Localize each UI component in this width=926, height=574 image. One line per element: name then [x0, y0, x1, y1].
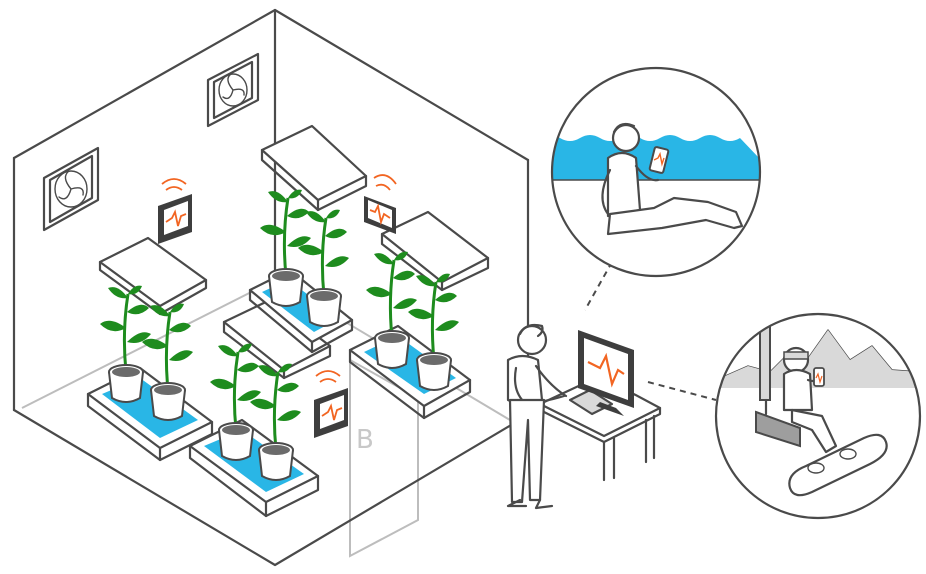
- potted-plant-icon: [366, 251, 417, 369]
- chairlift-vignette: [714, 312, 922, 520]
- grow-lamp-icon: [380, 210, 490, 292]
- grow-lamp-icon: [98, 236, 208, 316]
- potted-plant-icon: [100, 285, 151, 403]
- plant-tray: [348, 324, 472, 420]
- connection-lines: [584, 261, 717, 401]
- grow-lamp-icon: [260, 124, 368, 212]
- wifi-signal-icon: [373, 174, 397, 191]
- grow-lamp-icon: [222, 298, 332, 380]
- potted-plant-icon: [210, 343, 261, 461]
- wireless-sensor-icon: [314, 370, 348, 438]
- exhaust-fan-icon: [42, 146, 100, 232]
- beach-person: [601, 122, 744, 236]
- smartphone-icon: [813, 367, 825, 387]
- potted-plant-icon: [408, 273, 459, 391]
- potted-plant-icon: [250, 363, 301, 481]
- beach-vignette: [550, 66, 762, 278]
- wireless-sensor-icon: [364, 174, 397, 234]
- exhaust-fan-icon: [206, 52, 260, 128]
- door-marking: B: [356, 425, 374, 455]
- potted-plant-icon: [142, 303, 193, 421]
- wifi-signal-icon: [161, 178, 187, 191]
- wireless-sensor-icon: [158, 178, 192, 244]
- wifi-signal-icon: [315, 370, 341, 383]
- operator-person: [506, 323, 662, 510]
- smartphone-icon: [648, 146, 670, 174]
- potted-plant-icon: [298, 209, 349, 327]
- monitor-icon: [578, 330, 634, 416]
- potted-plant-icon: [260, 189, 311, 307]
